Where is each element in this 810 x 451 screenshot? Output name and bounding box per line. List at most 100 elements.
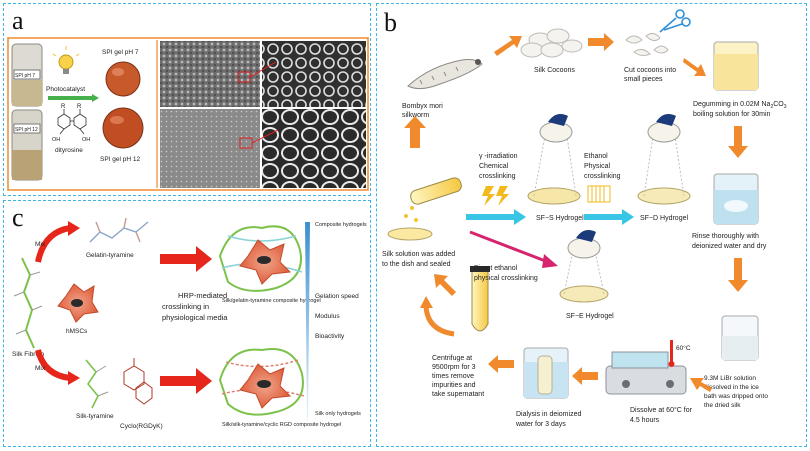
sfe-glove-icon <box>576 230 596 242</box>
gelatin-tyramine-label: Gelatin-tyramine <box>86 252 134 259</box>
hrp-line-1: HRP-mediated <box>178 291 227 300</box>
sem-ph7-low-mag <box>160 41 260 107</box>
dityrosine-structure <box>57 109 87 135</box>
flow-arrow-rinse-to-libr <box>728 258 748 292</box>
mix-bottom-arrow <box>35 349 71 381</box>
libr-beaker <box>721 315 759 361</box>
libr-label-line4: the dried silk <box>704 402 741 409</box>
gel-ph12-label: SPI gel pH 12 <box>100 156 140 163</box>
centrifuge-label-line2: 9500rpm for 3 <box>432 364 476 371</box>
dissolve-label-line2: 4.5 hours <box>630 417 660 424</box>
sfd-dish <box>637 187 691 205</box>
flow-arrow-silkworm-to-cocoons <box>494 36 522 56</box>
silk-tyramine-label: Silk-tyramine <box>76 413 114 420</box>
centrifuge-label-line4: impurities and <box>432 382 476 389</box>
composite-top-label: Silk/gelatin-tyramine composite hydrogel <box>222 298 321 304</box>
photocatalyst-arrow-bar <box>48 96 92 100</box>
sfd-gel-sample <box>647 121 681 143</box>
flow-arrow-hotplate-to-dialysis <box>572 367 598 385</box>
silkworm-illustration <box>407 59 483 90</box>
hrp-line-2: crosslinking in <box>162 302 209 311</box>
ethanol-label-line2: Physical <box>584 163 611 170</box>
cyan-arrow-1-head <box>514 209 526 225</box>
silkworm-label-line2: silkworm <box>402 112 429 119</box>
gel-ph7-label: SPI gel pH 7 <box>102 49 139 56</box>
degumming-beaker <box>713 41 759 91</box>
centrifuge-tube <box>470 266 490 332</box>
chem-r-left: R <box>61 104 66 110</box>
scale-modulus-label: Modulus <box>315 313 340 320</box>
direct-label-line2: physical crosslinking <box>474 275 538 282</box>
silk-fibroin-label: Silk Fibroin <box>12 351 45 358</box>
photocatalyst-arrow-head <box>92 94 99 102</box>
flow-arrow-degum-to-rinse <box>728 126 748 158</box>
flow-arrow-centrifuge-to-tube <box>423 303 455 337</box>
libr-label-line3: bath was dripped onto <box>704 393 768 400</box>
chem-r-right: R <box>77 104 82 110</box>
degum-label-line1: Degumming in 0.02M Na2CO3 <box>693 101 787 110</box>
panel-b: Bombyx mori silkworm Silk Cocoons Cut co… <box>382 9 787 428</box>
panel-a: SPI pH 7 SPI pH 12 Photocatalyst <box>7 37 369 191</box>
gel-ph12-highlight <box>110 116 124 124</box>
cocoons-label: Silk Cocoons <box>534 67 575 74</box>
silk-solution-label-line2: to the dish and sealed <box>382 261 451 268</box>
sfs-glove-icon <box>548 114 568 126</box>
centrifuge-label-line1: Centrifuge at <box>432 355 472 362</box>
cut-label-line2: small pieces <box>624 76 663 83</box>
mix-top-label: Mix <box>35 241 46 248</box>
direct-label-line1: Direct ethanol <box>474 265 518 272</box>
sfs-gel-sample <box>539 121 573 143</box>
gamma-label-line3: crosslinking <box>479 173 516 180</box>
panel-c-frame <box>3 200 371 447</box>
mix-top-arrow-head <box>68 221 80 236</box>
flow-arrow-tube-to-silk-solution <box>434 274 456 296</box>
libr-label-line1: 9.3M LiBr solution <box>704 375 756 382</box>
silk-tyramine-chain <box>85 359 109 409</box>
panel-a-orange-frame <box>7 37 369 191</box>
cut-label-line1: Cut cocoons into <box>624 67 676 74</box>
gel-ph12-disc <box>102 107 144 149</box>
scale-top-label: Composite hydrogels <box>315 222 367 228</box>
gamma-label-line2: Chemical <box>479 163 509 170</box>
cyclo-rgdyk-structure <box>123 358 153 405</box>
silk-solution-dish <box>387 227 433 241</box>
mix-bottom-arrow-head <box>68 371 80 385</box>
sfd-glove-icon <box>656 114 676 126</box>
lightning-icons <box>482 186 509 206</box>
flow-arrow-dialysis-to-centrifuge <box>488 355 514 373</box>
centrifuge-label-line3: times remove <box>432 373 474 380</box>
mix-bottom-label: Mix <box>35 365 46 372</box>
flow-arrow-cocoons-to-cut <box>588 33 614 51</box>
sfd-label: SF−D Hydrogel <box>640 215 688 222</box>
cyan-arrow-2-bar <box>584 214 624 220</box>
hrp-arrow-top-bar <box>160 254 198 264</box>
ethanol-label-line3: crosslinking <box>584 173 621 180</box>
chem-oh-left: OH <box>52 137 60 143</box>
rinse-label-line1: Rinse thoroughly with <box>692 233 759 240</box>
flow-arrow-libr-to-hotplate <box>690 378 712 392</box>
silk-fibroin-chain <box>13 257 43 349</box>
temperature-label: 60°C <box>676 344 691 352</box>
direct-crosslinking-arrow <box>469 230 549 264</box>
ethanol-label-line1: Ethanol <box>584 153 608 160</box>
cut-pieces-illustration <box>625 32 669 57</box>
gelatin-tyramine-chain <box>89 217 149 243</box>
dialysis-beaker <box>523 347 569 399</box>
hmscs-label: hMSCs <box>66 328 88 335</box>
libr-label-line2: dissolved in the ice <box>704 384 759 391</box>
hrp-arrow-bottom-bar <box>160 376 198 386</box>
flow-arrow-cut-to-degum <box>683 58 706 76</box>
panel-c: Silk Fibroin Mix Mix hMSCs Gelatin-tyram… <box>12 217 367 430</box>
sfe-dish <box>559 285 609 303</box>
silk-solution-tube <box>404 177 462 222</box>
cyclo-rgdyk-label: Cyclo(RGDyK) <box>120 423 163 430</box>
thermometer-icon <box>668 340 675 367</box>
panel-a-frame <box>3 3 371 196</box>
flow-arrow-solution-to-silkworm <box>404 116 426 148</box>
scissors-icon <box>659 9 691 33</box>
zoom-line-bottom <box>251 129 279 144</box>
flow-arrow-centrifuge-head <box>420 296 433 308</box>
bottle-ph12-label: SPI pH 12 <box>15 127 38 133</box>
hrp-arrow-top-head <box>196 246 212 272</box>
